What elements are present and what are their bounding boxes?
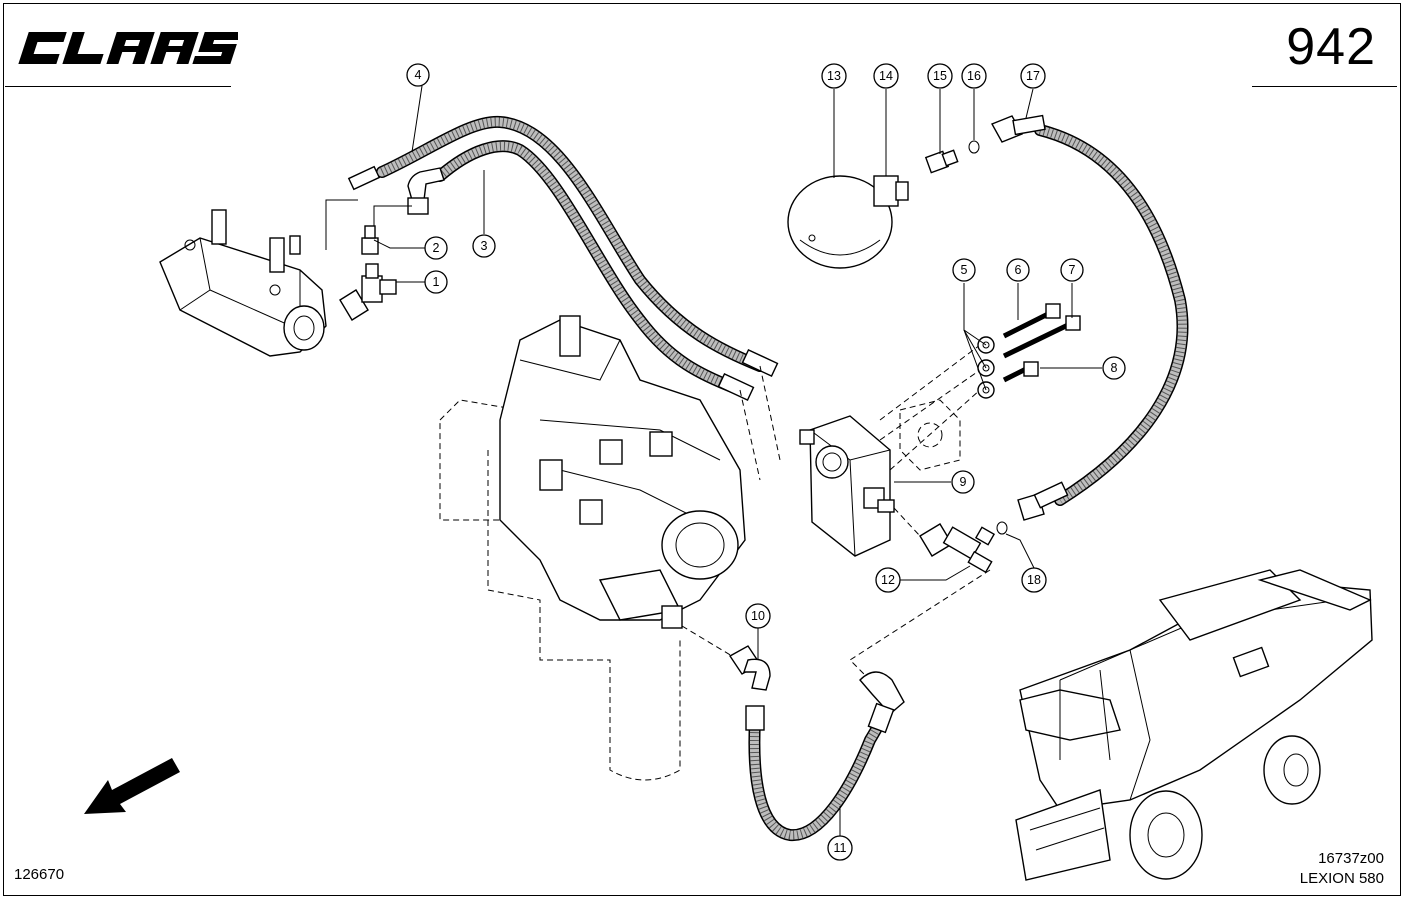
oring-18	[996, 521, 1008, 535]
callout-15: 15	[927, 63, 953, 89]
svg-text:13: 13	[827, 69, 841, 83]
callout-10: 10	[745, 603, 771, 629]
svg-text:18: 18	[1027, 573, 1041, 587]
control-valve-block	[439, 315, 746, 781]
claas-logo	[18, 32, 238, 64]
model-name: LEXION 580	[1299, 870, 1384, 887]
flange	[879, 344, 981, 471]
page-number: 942	[1286, 18, 1376, 76]
svg-text:15: 15	[933, 69, 947, 83]
callout-6: 6	[1006, 258, 1030, 282]
svg-text:16: 16	[967, 69, 981, 83]
svg-text:1: 1	[433, 275, 440, 289]
svg-text:17: 17	[1026, 69, 1040, 83]
callout-14: 14	[873, 63, 899, 89]
accumulator-13	[787, 175, 893, 269]
svg-text:10: 10	[751, 609, 765, 623]
callout-16: 16	[961, 63, 987, 89]
plug-fitting-2	[361, 225, 379, 255]
nut-14	[873, 175, 909, 207]
drawing-frame	[3, 3, 1401, 896]
page-number-underline	[1252, 86, 1397, 87]
svg-text:4: 4	[415, 68, 422, 82]
callout-3: 3	[472, 234, 496, 258]
drawing-reference-block: 16737z00 LEXION 580	[1300, 849, 1384, 889]
gear-pump	[159, 209, 327, 357]
elbow-fitting-10	[728, 645, 771, 691]
svg-text:12: 12	[881, 573, 895, 587]
svg-text:11: 11	[834, 841, 847, 855]
callout-12: 12	[875, 567, 901, 593]
hose-3	[434, 140, 746, 396]
callout-4: 4	[406, 63, 430, 87]
direction-arrow-icon	[84, 758, 180, 814]
hose-fittings-upper	[347, 165, 779, 402]
bolts-6-7-8	[1002, 303, 1081, 383]
callout-9: 9	[951, 470, 975, 494]
logo-underline	[5, 86, 231, 87]
callout-11: 11	[827, 835, 853, 861]
callout-7: 7	[1060, 258, 1084, 282]
svg-text:3: 3	[481, 239, 488, 253]
svg-text:2: 2	[433, 241, 440, 255]
hose-4	[376, 115, 766, 372]
callout-1: 1	[424, 270, 448, 294]
callout-2: 2	[424, 236, 448, 260]
leader-lines	[325, 85, 1102, 836]
svg-text:14: 14	[879, 69, 893, 83]
callout-5: 5	[952, 258, 976, 282]
image-reference: 126670	[14, 866, 65, 883]
svg-text:8: 8	[1111, 361, 1118, 375]
svg-text:6: 6	[1015, 263, 1022, 277]
tee-fitting-12	[919, 523, 996, 574]
hose-17	[991, 114, 1189, 521]
svg-text:7: 7	[1069, 263, 1076, 277]
callout-13: 13	[821, 63, 847, 89]
callout-17: 17	[1020, 63, 1046, 89]
callout-8: 8	[1102, 356, 1126, 380]
combine-harvester-illustration	[1015, 569, 1373, 881]
svg-text:9: 9	[960, 475, 967, 489]
adapter-15	[924, 149, 959, 174]
svg-text:5: 5	[961, 263, 968, 277]
tee-fitting-1	[339, 263, 397, 321]
oring-16	[968, 140, 980, 154]
hose-11	[745, 671, 905, 842]
valve-block-9	[799, 415, 895, 557]
callout-18: 18	[1021, 567, 1047, 593]
drawing-reference: 16737z00	[1318, 850, 1384, 867]
